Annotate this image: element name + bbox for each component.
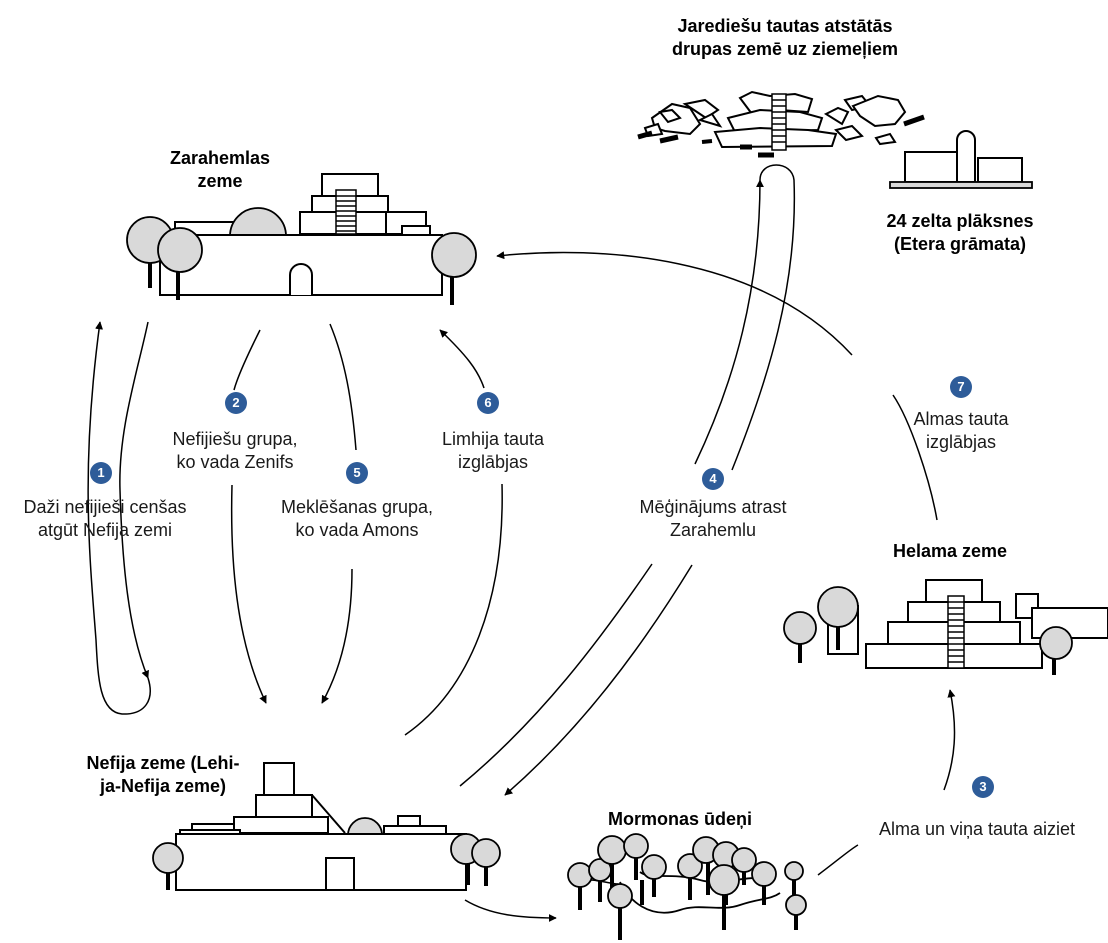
route-6 [404,330,503,736]
route-7 [497,252,938,521]
journey-5-line1: Meklēšanas grupa, [280,497,434,517]
place-helam-label: Helama zeme [880,540,1020,563]
journey-6-badge: 6 [477,392,499,414]
plates-illustration [889,130,1033,189]
place-plates-label: 24 zelta plāksnes (Etera grāmata) [870,210,1050,256]
nephi-illustration [152,762,501,891]
journey-7-label: Almas tauta izglābjas [886,408,1036,454]
journey-1-line1: Daži nefijieši cenšas [23,497,187,517]
place-mormon-label: Mormonas ūdeņi [580,808,780,831]
journey-1-badge: 1 [90,462,112,484]
nephi-line1: Nefija zeme (Lehi- [86,753,240,773]
journey-4-badge: 4 [702,468,724,490]
helam-illustration [783,579,1108,675]
journey-1-label: Daži nefijieši cenšas atgūt Nefija zemi [10,496,200,542]
journey-4-label: Mēģinājums atrast Zarahemlu [610,496,816,542]
zarahemla-line1: Zarahemlas [169,148,271,168]
zarahemla-line2: zeme [197,171,243,191]
journey-3-label: Alma un viņa tauta aiziet [852,818,1102,841]
journey-4-line1: Mēģinājums atrast [639,497,787,517]
journey-5-line2: ko vada Amons [295,520,419,540]
route-5 [322,323,357,703]
journey-7-line2: izglābjas [925,432,997,452]
journey-6-line2: izglābjas [457,452,529,472]
plates-line2: (Etera grāmata) [893,234,1027,254]
route-4-north [459,180,760,787]
journey-2-line1: Nefijiešu grupa, [172,429,298,449]
journey-7-line1: Almas tauta [913,409,1009,429]
journey-5-label: Meklēšanas grupa, ko vada Amons [262,496,452,542]
journey-5-badge: 5 [346,462,368,484]
journey-1-line2: atgūt Nefija zemi [37,520,173,540]
journey-4-line2: Zarahemlu [669,520,757,540]
route-nephi-to-mormon [464,899,557,922]
plates-line1: 24 zelta plāksnes [886,211,1034,231]
route-2 [230,329,266,703]
journey-7-badge: 7 [950,376,972,398]
mormon-illustration [567,833,807,940]
journey-2-line2: ko vada Zenifs [176,452,294,472]
jaredite-ruins-line1: Jarediešu tautas atstātās [677,16,893,36]
helam-line1: Helama zeme [892,541,1008,561]
journey-3-line1: Alma un viņa tauta aiziet [878,819,1076,839]
nephi-line2: ja-Nefija zeme) [99,776,227,796]
route-1-return [87,321,151,715]
route-4-return [505,164,796,795]
journey-3-badge: 3 [972,776,994,798]
route-3 [817,690,955,876]
jaredite-ruins-line2: drupas zemē uz ziemeļiem [671,39,899,59]
journey-2-label: Nefijiešu grupa, ko vada Zenifs [150,428,320,474]
journey-6-line1: Limhija tauta [441,429,545,449]
place-nephi-label: Nefija zeme (Lehi- ja-Nefija zeme) [58,752,268,798]
journey-6-label: Limhija tauta izglābjas [418,428,568,474]
place-zarahemla-label: Zarahemlas zeme [140,147,300,193]
journey-2-badge: 2 [225,392,247,414]
ruins-illustration [637,90,925,158]
route-1-down [119,321,149,679]
place-jaredite-ruins-label: Jarediešu tautas atstātās drupas zemē uz… [620,15,950,61]
mormon-line1: Mormonas ūdeņi [607,809,752,829]
zarahemla-illustration [126,173,477,305]
